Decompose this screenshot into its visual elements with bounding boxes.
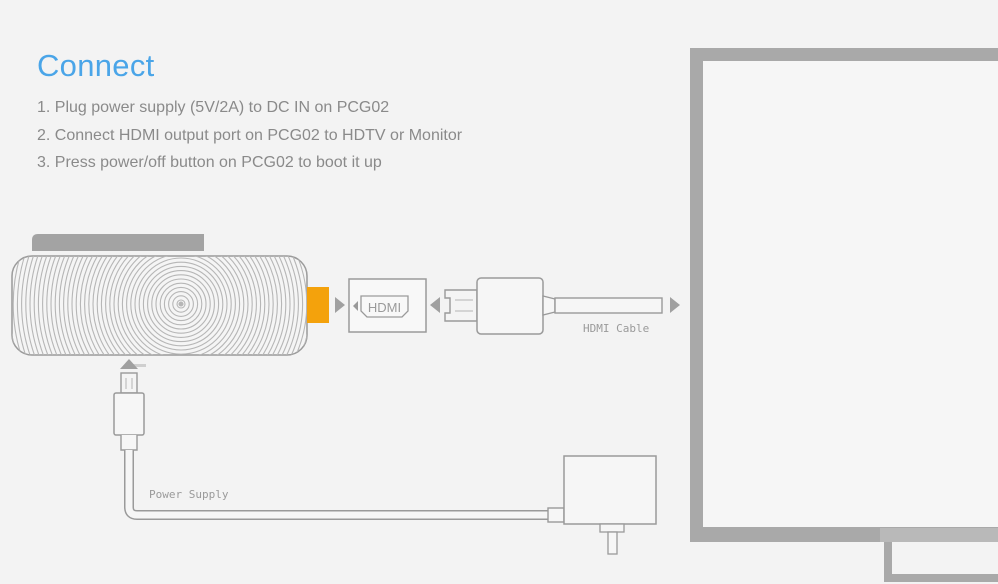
hdmi-plug-neck <box>542 295 556 316</box>
device-ring <box>121 256 241 355</box>
arrow-left-icon <box>430 297 440 313</box>
device-ring <box>113 256 249 355</box>
device-ring <box>33 256 307 355</box>
device-ring <box>117 256 245 355</box>
instruction-list: 1. Plug power supply (5V/2A) to DC IN on… <box>37 98 462 181</box>
power-cable-outline <box>124 450 548 520</box>
device-ring <box>67 256 295 355</box>
device-ring <box>138 261 224 347</box>
device-ring-center <box>178 301 184 307</box>
device-ring <box>126 256 236 355</box>
device-ring <box>84 256 278 355</box>
power-adapter-body <box>563 455 657 525</box>
device-ring <box>29 256 307 355</box>
dc-plug-tip <box>120 372 138 394</box>
device-ring <box>100 256 262 355</box>
dc-plug-body <box>113 392 145 436</box>
device-ring <box>79 256 283 355</box>
dc-in-port <box>128 364 146 367</box>
power-supply: Power Supply <box>113 372 657 555</box>
hdmi-cable: HDMI Cable <box>444 277 663 335</box>
device-ring <box>155 278 207 330</box>
power-supply-label: Power Supply <box>149 488 229 501</box>
device-ring <box>50 256 307 355</box>
power-adapter-prong <box>607 531 618 555</box>
device-ring <box>168 291 194 317</box>
page-title: Connect <box>37 48 155 83</box>
hdmi-port-outline <box>360 295 409 318</box>
power-adapter-base <box>599 523 625 533</box>
dc-plug-neck <box>120 435 138 451</box>
tv-bezel-bottom <box>880 528 998 542</box>
arrow-left-icon <box>353 301 358 311</box>
device-ring <box>63 256 299 355</box>
mini-pc-device <box>11 234 329 367</box>
hdmi-plug-tip <box>444 289 478 322</box>
arrow-right-icon <box>335 297 345 313</box>
device-ring <box>172 295 190 313</box>
arrow-up-icon <box>120 359 138 369</box>
device-ring <box>54 256 307 355</box>
arrow-right-icon <box>670 297 680 313</box>
device-ring <box>176 299 186 309</box>
device-ring <box>92 256 270 355</box>
device-ring <box>151 274 211 334</box>
tv-stand <box>884 542 998 582</box>
device-ring <box>142 265 220 343</box>
instruction-step-3: 3. Press power/off button on PCG02 to bo… <box>37 154 382 171</box>
device-ring <box>105 256 257 355</box>
power-cable-fill <box>125 450 548 519</box>
hdmi-output-port <box>307 287 329 323</box>
device-top-cap <box>32 234 204 251</box>
device-ring <box>42 256 307 355</box>
device-ring <box>16 256 307 355</box>
tv-monitor <box>690 48 998 582</box>
device-ring <box>134 257 228 351</box>
device-ring <box>130 256 232 355</box>
hdmi-cable-wire <box>554 297 663 314</box>
power-cable-strain-relief <box>547 507 565 523</box>
device-ring <box>58 256 304 355</box>
device-ring <box>25 256 307 355</box>
device-ring <box>75 256 287 355</box>
device-ring <box>109 256 253 355</box>
adapter-body <box>348 278 427 333</box>
device-ring <box>12 256 307 355</box>
instruction-step-2: 2. Connect HDMI output port on PCG02 to … <box>37 126 463 144</box>
instruction-step-1: 1. Plug power supply (5V/2A) to DC IN on… <box>37 99 390 116</box>
hdmi-adapter: HDMI <box>348 278 427 333</box>
device-ring <box>96 256 266 355</box>
tv-screen <box>703 61 998 527</box>
hdmi-plug-body <box>476 277 544 335</box>
device-ring <box>21 256 307 355</box>
device-ring <box>88 256 274 355</box>
device-ring-pattern <box>12 256 307 355</box>
device-ring <box>71 256 291 355</box>
device-ring <box>37 256 307 355</box>
adapter-label: HDMI <box>368 300 401 315</box>
device-ring <box>163 286 199 322</box>
device-ring <box>46 256 307 355</box>
device-ring <box>147 270 215 338</box>
hdmi-cable-label: HDMI Cable <box>583 322 649 335</box>
device-ring <box>159 282 203 326</box>
